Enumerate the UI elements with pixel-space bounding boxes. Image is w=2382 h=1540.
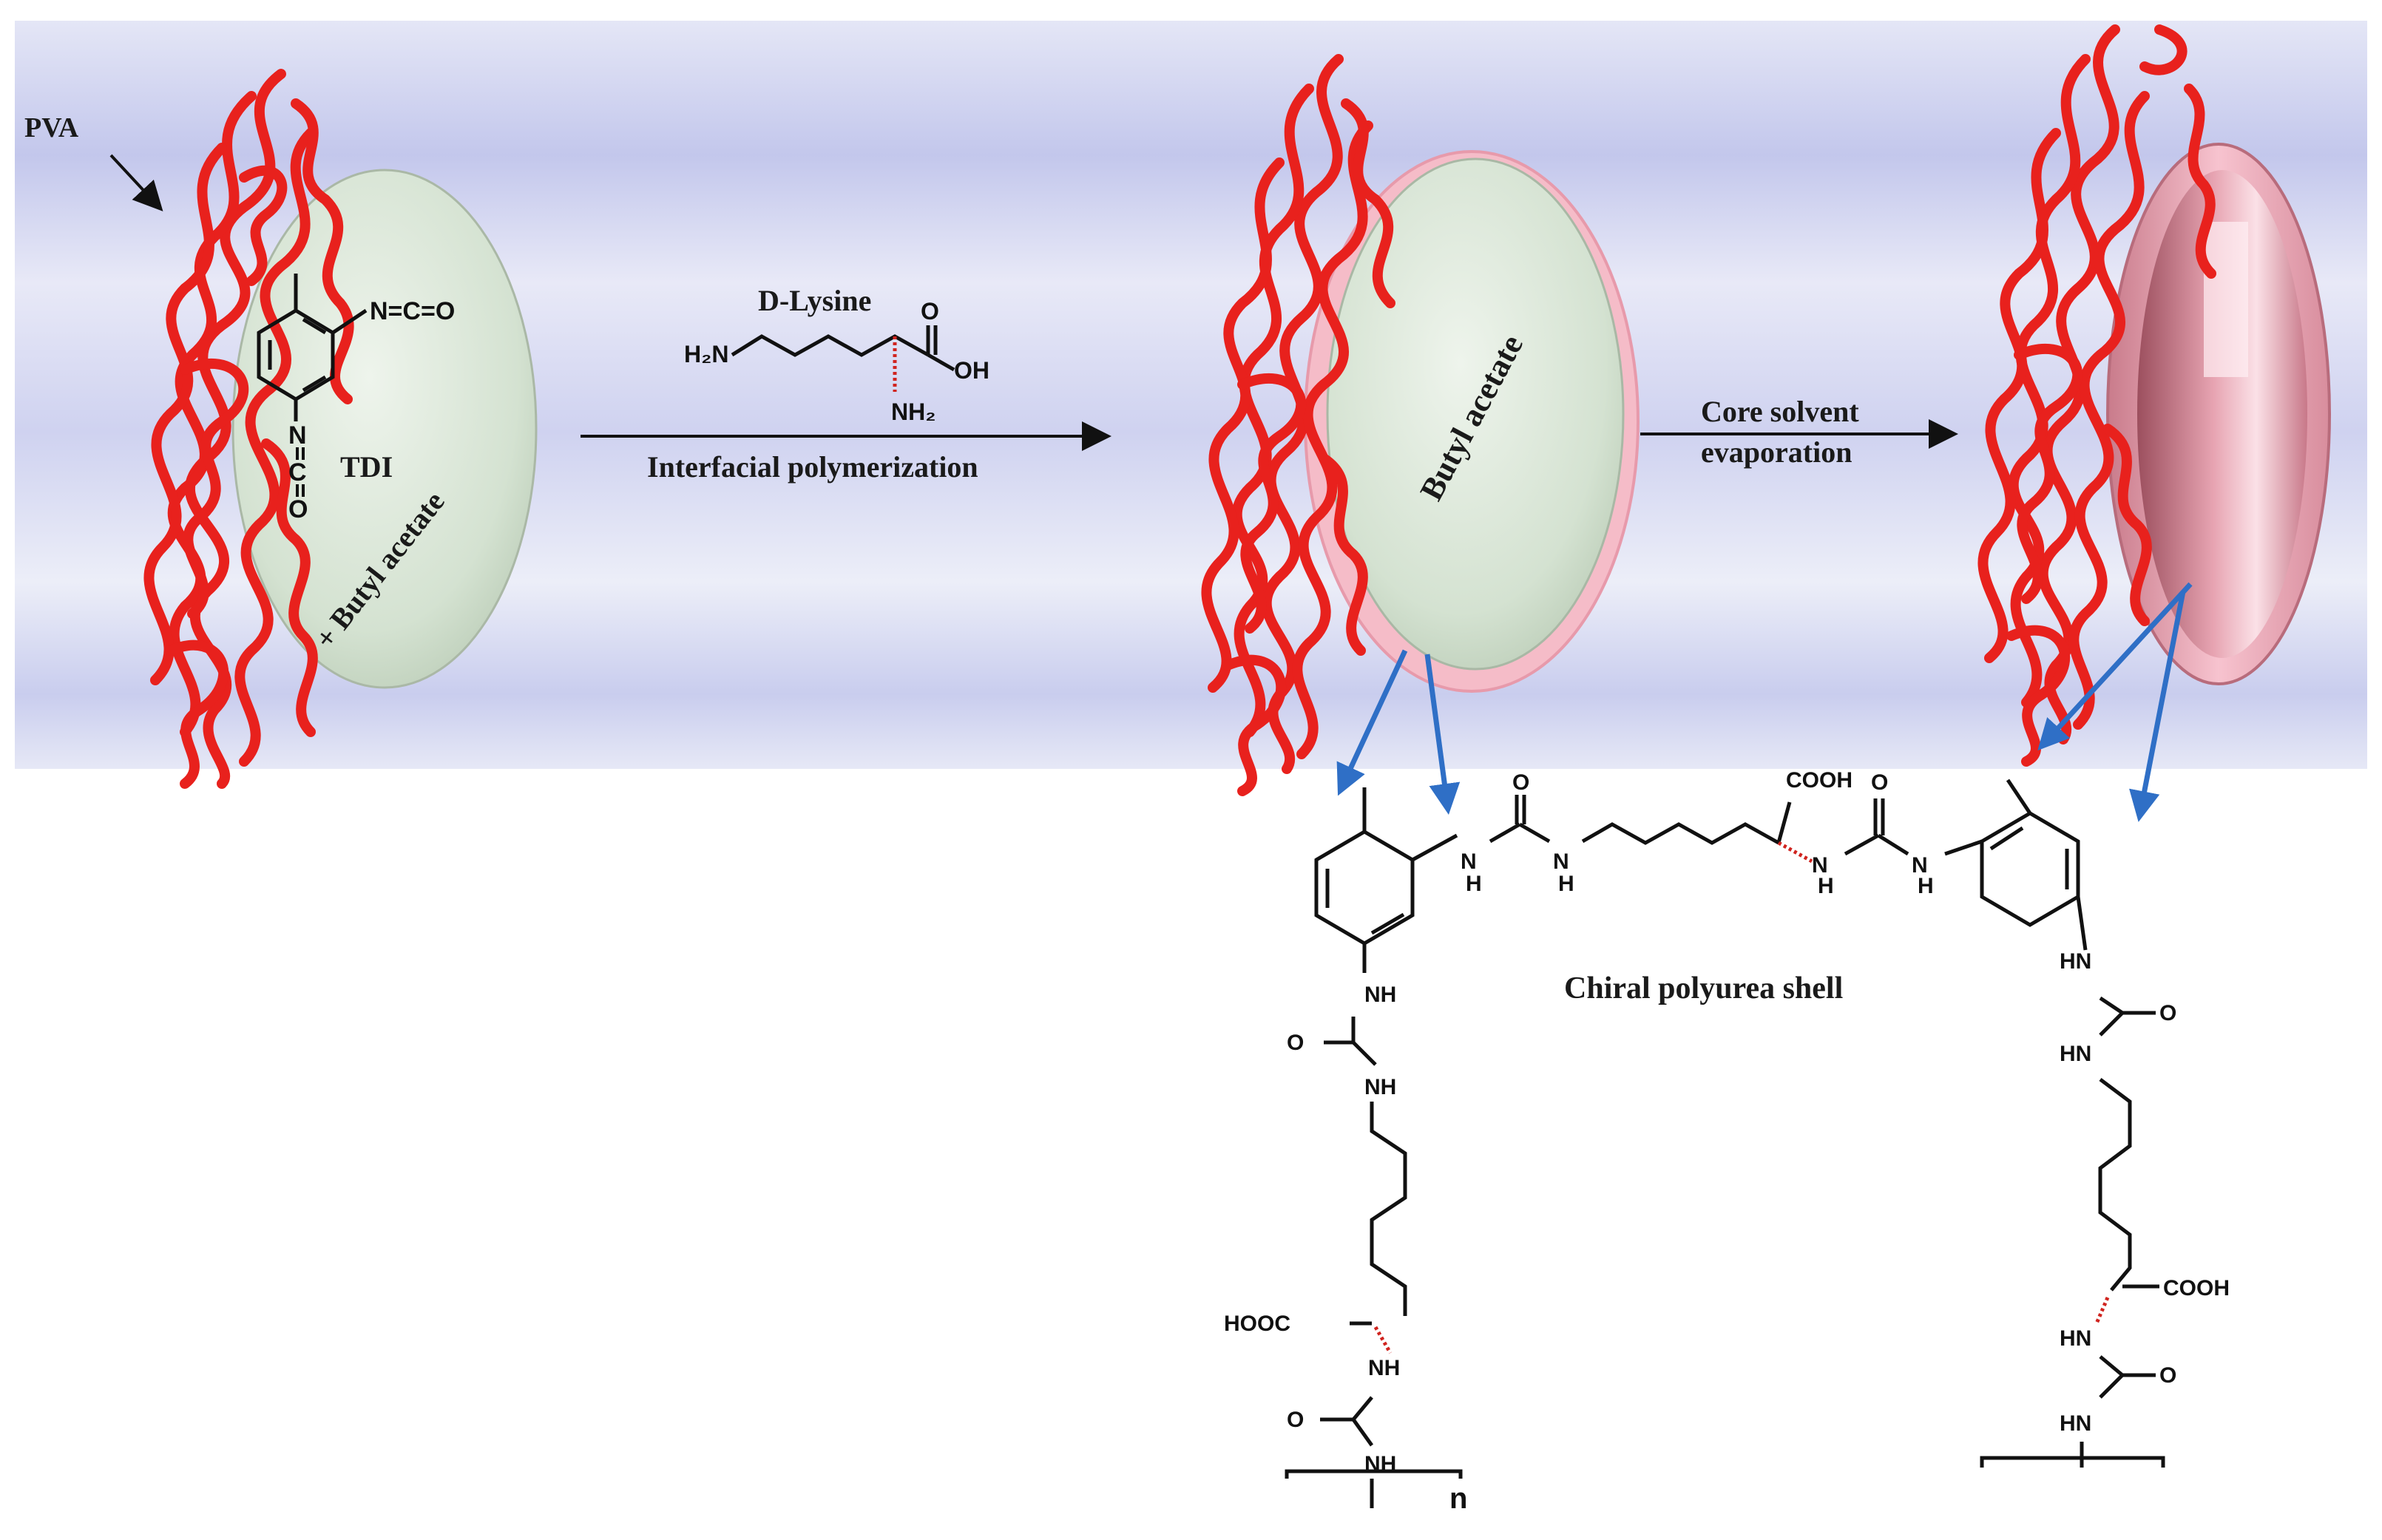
- nh-left-4: NH: [1364, 1452, 1396, 1476]
- droplet-middle: Butyl acetate: [1201, 54, 1640, 796]
- lysine-oh: OH: [954, 357, 989, 384]
- nh-4b: H: [1918, 874, 1934, 898]
- blue-arrow-1: [1336, 649, 1408, 796]
- hn-right-2: HN: [2060, 1042, 2091, 1066]
- urea2-o: O: [1871, 770, 1888, 795]
- chiral-polyurea-shell-label: Chiral polyurea shell: [1564, 971, 1843, 1005]
- core-solvent-label-line1: Core solvent: [1701, 395, 1859, 428]
- cooh-top: COOH: [1786, 768, 1853, 793]
- tdi-label: TDI: [340, 450, 393, 484]
- blue-arrow-4: [2129, 591, 2186, 822]
- o-right-1: O: [2159, 1001, 2176, 1025]
- lysine-h2n: H₂N: [684, 341, 728, 367]
- nh-1a: N: [1461, 849, 1477, 874]
- pva-label: PVA: [24, 112, 79, 143]
- pva-pointer-arrow: [109, 154, 163, 211]
- nh-1b: H: [1466, 872, 1482, 896]
- blue-arrow-2: [1424, 654, 1461, 815]
- droplet-right: [1977, 24, 2331, 767]
- d-lysine-label: D-Lysine: [758, 284, 871, 317]
- polyurea-structure: [1285, 779, 2165, 1508]
- cooh-right: COOH: [2163, 1276, 2230, 1300]
- pva-coil-middle: [1201, 54, 1395, 796]
- nh-4a: N: [1912, 853, 1928, 878]
- blue-pointer-arrows: [1336, 582, 2193, 822]
- nh-3a: N: [1812, 853, 1828, 878]
- hollow-interior-right: [2137, 170, 2307, 658]
- o-left-1: O: [1287, 1031, 1304, 1055]
- nh-2a: N: [1553, 849, 1569, 874]
- benzene-ring-left: [1314, 830, 1415, 946]
- core-solvent-label-line2: evaporation: [1701, 435, 1852, 469]
- nh-left-2: NH: [1364, 1075, 1396, 1099]
- polyurea-labels: N H O N H COOH N H O N H NH O NH HOOC NH…: [1224, 768, 2230, 1515]
- tdi-nco-c: C: [288, 458, 307, 486]
- tdi-nco-bonds: [296, 447, 305, 497]
- nh-3b: H: [1818, 874, 1834, 898]
- o-right-2: O: [2159, 1363, 2176, 1388]
- hn-right-3: HN: [2060, 1326, 2091, 1351]
- pva-coil-right: [1977, 24, 2216, 767]
- hn-right-4: HN: [2060, 1411, 2091, 1436]
- tdi-nco-o: O: [288, 495, 308, 523]
- droplet-left: [143, 69, 538, 789]
- hn-right-1: HN: [2060, 949, 2091, 974]
- core-ellipse-middle: [1326, 157, 1625, 671]
- subscript-n: n: [1449, 1482, 1467, 1515]
- lysine-o: O: [921, 298, 939, 325]
- interfacial-polymerization-label: Interfacial polymerization: [647, 450, 978, 484]
- o-left-2: O: [1287, 1408, 1304, 1432]
- urea1-o: O: [1512, 770, 1529, 795]
- lysine-nh2: NH₂: [891, 398, 935, 425]
- lysine-structure: H₂N O OH NH₂: [684, 298, 989, 425]
- nh-left-3: NH: [1368, 1356, 1400, 1380]
- nh-left-1: NH: [1364, 983, 1396, 1007]
- tdi-nco-top: N=C=O: [370, 297, 455, 325]
- core-ellipse-left: [231, 169, 538, 689]
- nh-2b: H: [1558, 872, 1574, 896]
- pva-coil-left: [143, 69, 354, 789]
- benzene-ring-right: [1980, 811, 2080, 927]
- tdi-nco-n: N: [288, 421, 307, 450]
- hollow-highlight-right: [2204, 222, 2248, 377]
- hooc-left: HOOC: [1224, 1312, 1290, 1336]
- blue-arrow-3: [2037, 582, 2193, 751]
- tdi-structure: [257, 274, 368, 421]
